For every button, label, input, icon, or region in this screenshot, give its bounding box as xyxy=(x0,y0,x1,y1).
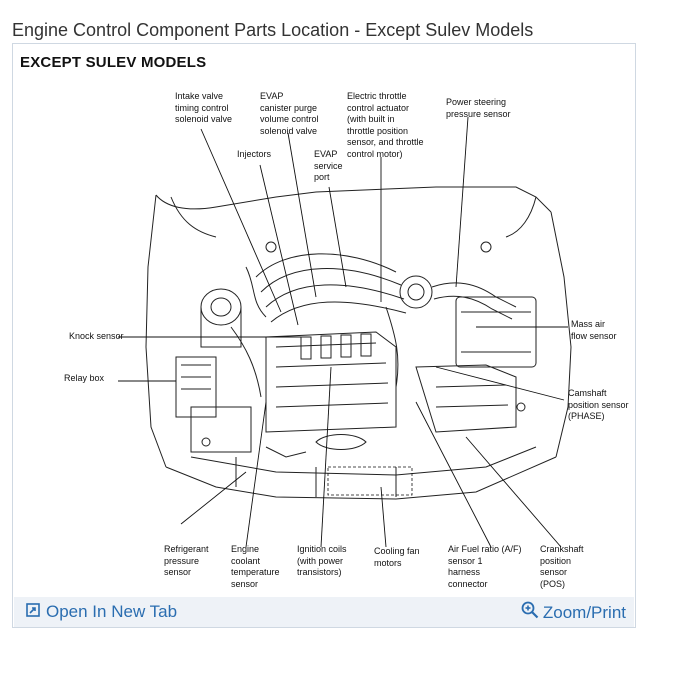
page-title: Engine Control Component Parts Location … xyxy=(12,20,534,40)
open-in-new-tab-label: Open In New Tab xyxy=(46,602,178,621)
callout-camshaft-position: Camshaft position sensor (PHASE) xyxy=(568,388,629,421)
diagram-heading: EXCEPT SULEV MODELS xyxy=(20,54,207,71)
callout-cooling-fan-motors: Cooling fan motors xyxy=(374,546,420,568)
callout-engine-coolant-temp: Engine coolant temperature sensor xyxy=(231,544,280,589)
open-in-new-tab-link[interactable]: Open In New Tab xyxy=(26,602,177,622)
callout-air-fuel-ratio: Air Fuel ratio (A/F) sensor 1 harness co… xyxy=(448,544,522,589)
callout-mass-air-flow: Mass air flow sensor xyxy=(571,319,617,341)
zoom-print-link[interactable]: Zoom/Print xyxy=(521,601,626,624)
callout-knock-sensor: Knock sensor xyxy=(69,331,124,341)
callout-refrigerant-pressure: Refrigerant pressure sensor xyxy=(164,544,209,577)
callout-injectors: Injectors xyxy=(237,149,272,159)
callout-crankshaft-position: Crankshaft position sensor (POS) xyxy=(540,544,584,589)
callout-electric-throttle: Electric throttle control actuator (with… xyxy=(347,91,424,159)
diagram-figure: EXCEPT SULEV MODELS xyxy=(12,43,636,628)
callout-relay-box: Relay box xyxy=(64,373,105,383)
callout-power-steering: Power steering pressure sensor xyxy=(446,97,511,119)
zoom-print-label: Zoom/Print xyxy=(542,602,626,622)
magnifier-plus-icon xyxy=(521,601,539,624)
callout-evap-service-port: EVAP service port xyxy=(314,149,343,182)
callout-evap-canister-purge: EVAP canister purge volume control solen… xyxy=(260,91,319,136)
open-in-new-tab-icon xyxy=(26,602,40,622)
engine-illustration xyxy=(118,116,572,548)
callout-ignition-coils: Ignition coils (with power transistors) xyxy=(297,544,347,577)
engine-diagram: EXCEPT SULEV MODELS xyxy=(16,47,632,595)
callout-intake-valve-timing: Intake valve timing control solenoid val… xyxy=(175,91,233,124)
image-toolbar: Open In New Tab Zoom/Print xyxy=(14,597,634,627)
